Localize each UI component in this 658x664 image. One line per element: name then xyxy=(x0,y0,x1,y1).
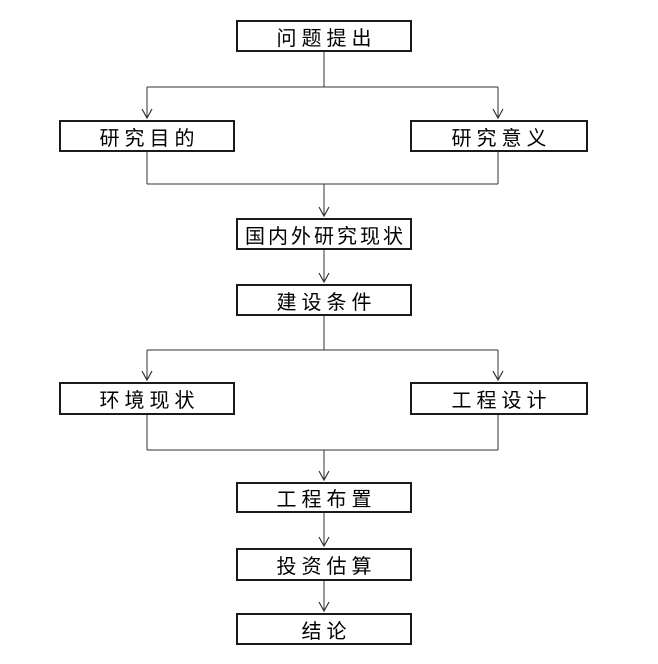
flow-node-conditions: 建设条件 xyxy=(236,284,412,316)
flow-node-conclusion: 结论 xyxy=(236,613,412,645)
flow-node-research-status: 国内外研究现状 xyxy=(236,218,412,250)
flow-node-design: 工程设计 xyxy=(410,382,588,415)
flow-node-layout: 工程布置 xyxy=(236,482,412,513)
flow-node-environment: 环境现状 xyxy=(59,382,235,415)
flow-node-investment: 投资估算 xyxy=(236,548,412,581)
flow-node-significance: 研究意义 xyxy=(410,120,588,152)
flow-node-purpose: 研究目的 xyxy=(59,120,235,152)
flow-node-problem: 问题提出 xyxy=(236,20,412,52)
